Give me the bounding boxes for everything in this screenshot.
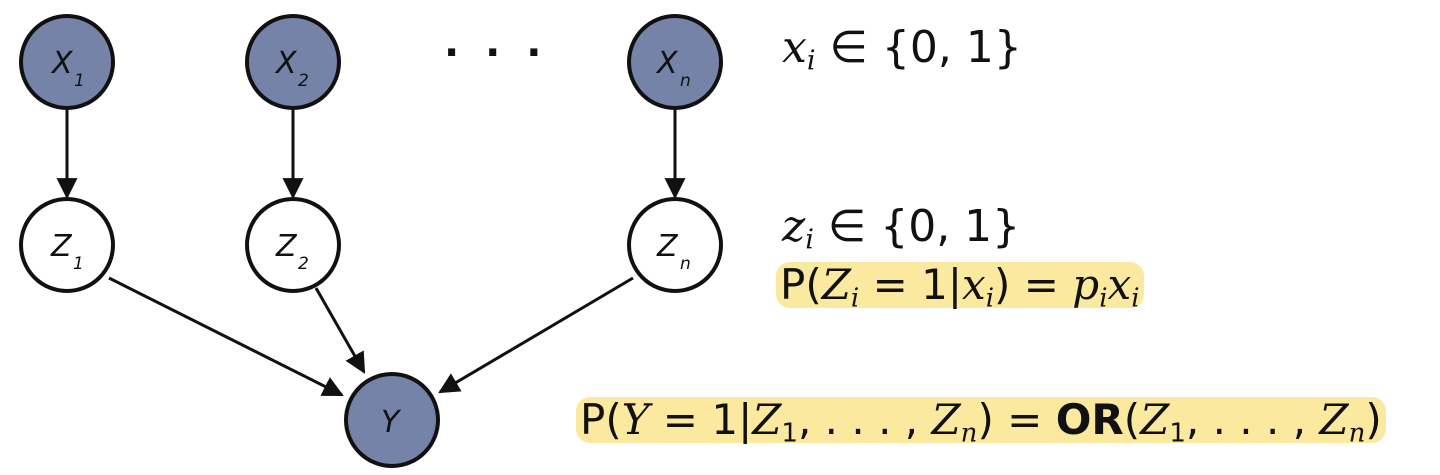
ellipsis: · · · <box>444 30 547 76</box>
node-xn-sub: n <box>680 71 691 91</box>
node-x1-sub: 1 <box>74 71 85 91</box>
edge-zn-y <box>438 276 634 394</box>
node-zn: Z n <box>627 197 723 293</box>
node-x2-sub: 2 <box>298 71 309 91</box>
node-y: Y <box>344 372 440 468</box>
node-z1: Z 1 <box>19 197 115 293</box>
node-x2-var: X <box>274 46 298 81</box>
edge-z1-y <box>108 276 344 397</box>
node-z1-sub: 1 <box>73 254 84 274</box>
z-cpd-equation: P(Zi = 1|xi) = pixi <box>776 262 1144 311</box>
node-x1-var: X <box>50 46 74 81</box>
node-z2: Z 2 <box>245 197 341 293</box>
node-y-var: Y <box>381 405 402 440</box>
node-z2-sub: 2 <box>298 254 309 274</box>
node-x2: X 2 <box>245 14 341 110</box>
z-domain-equation: zi ∈ {0, 1} <box>782 201 1021 256</box>
node-xn: X n <box>627 14 723 110</box>
x-domain-equation: xi ∈ {0, 1} <box>782 22 1022 77</box>
edge-z2-y <box>314 287 366 374</box>
node-z2-var: Z <box>275 229 298 264</box>
node-zn-var: Z <box>656 229 679 264</box>
node-zn-sub: n <box>680 254 691 274</box>
node-x1: X 1 <box>19 14 115 110</box>
y-cpd-equation: P(Y = 1|Z1, . . . , Zn) = OR(Z1, . . . ,… <box>576 397 1386 446</box>
node-xn-var: X <box>655 46 679 81</box>
node-z1-var: Z <box>50 229 73 264</box>
